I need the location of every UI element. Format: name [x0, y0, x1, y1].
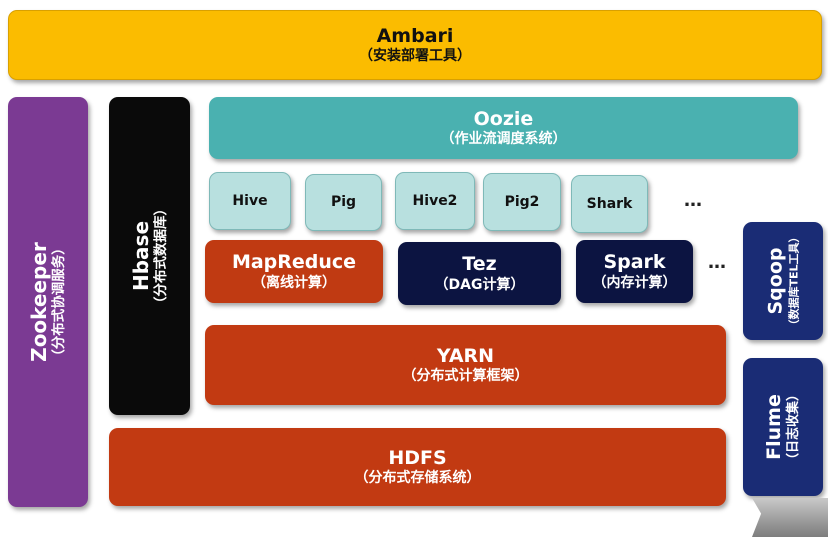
- engine-pig-label: Pig: [330, 194, 357, 211]
- yarn-subtitle: （分布式计算框架）: [402, 368, 529, 385]
- engine-shark: Shark: [571, 175, 648, 233]
- engine-hive-label: Hive: [232, 192, 268, 209]
- mapreduce-subtitle: （离线计算）: [252, 274, 336, 291]
- zookeeper-subtitle: （分布式协调服务）: [51, 241, 68, 363]
- tez-title: Tez: [462, 253, 497, 275]
- engine-pig2: Pig2: [483, 173, 561, 231]
- engine-hive2: Hive2: [395, 172, 475, 230]
- engine-pig: Pig: [305, 174, 382, 231]
- sqoop-subtitle: （数据库TEL工具）: [787, 231, 801, 331]
- tez-block: Tez （DAG计算）: [398, 242, 561, 305]
- hbase-subtitle: （分布式数据库）: [152, 202, 169, 310]
- pedestal-decoration: [752, 498, 828, 537]
- oozie-block: Oozie （作业流调度系统）: [209, 97, 798, 159]
- zookeeper-block: Zookeeper （分布式协调服务）: [8, 97, 88, 507]
- spark-title: Spark: [603, 251, 666, 273]
- hdfs-subtitle: （分布式存储系统）: [354, 470, 481, 487]
- yarn-title: YARN: [436, 344, 495, 367]
- hbase-title: Hbase: [128, 220, 153, 292]
- sqoop-block: Sqoop （数据库TEL工具）: [743, 222, 823, 340]
- oozie-title: Oozie: [473, 107, 534, 130]
- compute-more: …: [708, 252, 727, 273]
- hdfs-title: HDFS: [388, 446, 447, 469]
- hdfs-block: HDFS （分布式存储系统）: [109, 428, 726, 506]
- ambari-title: Ambari: [376, 24, 454, 47]
- flume-block: Flume （日志收集）: [743, 358, 823, 496]
- spark-block: Spark （内存计算）: [576, 240, 693, 303]
- ambari-subtitle: （安装部署工具）: [359, 48, 471, 65]
- spark-subtitle: （内存计算）: [592, 274, 677, 291]
- hbase-block: Hbase （分布式数据库）: [109, 97, 190, 415]
- yarn-block: YARN （分布式计算框架）: [205, 325, 726, 405]
- engine-shark-label: Shark: [586, 195, 633, 212]
- engine-hive: Hive: [209, 172, 291, 230]
- tez-subtitle: （DAG计算）: [434, 276, 525, 293]
- mapreduce-block: MapReduce （离线计算）: [205, 240, 383, 303]
- flume-title: Flume: [763, 394, 786, 460]
- ambari-block: Ambari （安装部署工具）: [8, 10, 822, 80]
- mapreduce-title: MapReduce: [231, 251, 357, 273]
- engines-more: …: [684, 190, 703, 211]
- sqoop-title: Sqoop: [764, 247, 787, 315]
- zookeeper-title: Zookeeper: [27, 242, 52, 362]
- oozie-subtitle: （作业流调度系统）: [440, 131, 567, 148]
- engine-hive2-label: Hive2: [412, 192, 458, 209]
- flume-subtitle: （日志收集）: [785, 387, 801, 467]
- engine-pig2-label: Pig2: [504, 193, 540, 210]
